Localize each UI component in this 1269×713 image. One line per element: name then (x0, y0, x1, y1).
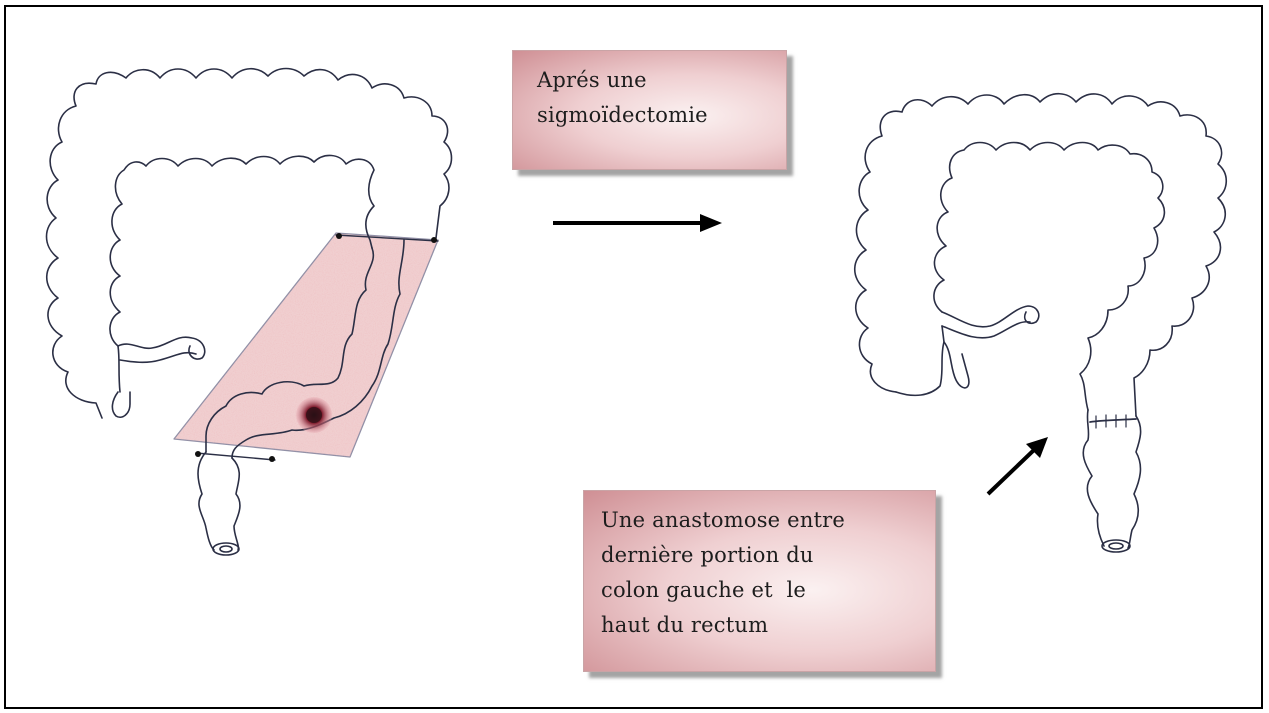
label-box-anastomosis: Une anastomose entre dernière portion du… (583, 490, 936, 672)
label-line: Aprés une (537, 63, 786, 98)
label-box-sigmoidectomy: Aprés une sigmoïdectomie (512, 50, 787, 170)
diagonal-arrow-icon (988, 437, 1048, 494)
label-line: haut du rectum (601, 608, 935, 643)
label-line: Une anastomose entre (601, 503, 935, 538)
colon-before-icon (47, 69, 452, 556)
label-line: sigmoïdectomie (537, 98, 786, 133)
label-line: colon gauche et le (601, 573, 935, 608)
label-line: dernière portion du (601, 538, 935, 573)
right-arrow-icon (553, 214, 722, 232)
colon-after-icon (855, 94, 1227, 552)
